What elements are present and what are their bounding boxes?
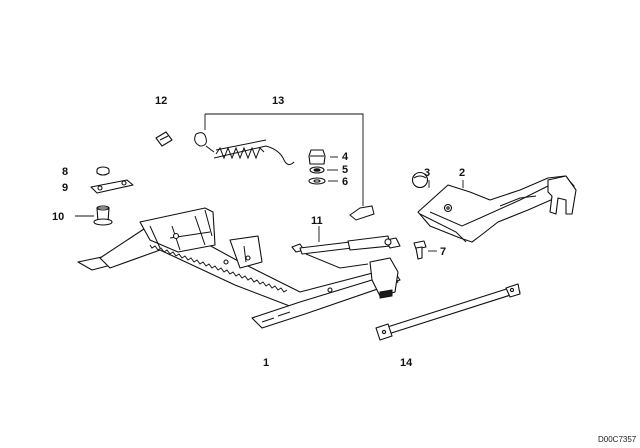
adjuster-bracket-part-2 bbox=[417, 175, 577, 243]
callout-13: 13 bbox=[272, 95, 284, 107]
callout-10: 10 bbox=[52, 211, 64, 223]
diagram-reference-code: D00C7357 bbox=[598, 435, 637, 444]
tension-spring-part-13 bbox=[194, 132, 295, 166]
leader-lines bbox=[75, 113, 464, 252]
callout-6: 6 bbox=[342, 176, 348, 188]
callout-12: 12 bbox=[155, 95, 167, 107]
callout-7: 7 bbox=[440, 246, 446, 258]
callout-4: 4 bbox=[342, 151, 349, 163]
callout-1: 1 bbox=[263, 357, 269, 369]
callout-11: 11 bbox=[311, 215, 323, 227]
cap-part-3 bbox=[411, 171, 429, 189]
rivet-part-10 bbox=[93, 205, 113, 226]
callout-2: 2 bbox=[459, 167, 465, 179]
rod-assembly-part-11 bbox=[291, 205, 401, 269]
callout-5: 5 bbox=[342, 164, 348, 176]
flat-strap-part-14 bbox=[375, 283, 521, 341]
seat-rail-frame-part-1 bbox=[77, 207, 401, 329]
link-plate-part-9 bbox=[90, 179, 134, 194]
clip-part-12 bbox=[155, 131, 173, 147]
callout-8: 8 bbox=[62, 166, 68, 178]
washer-part-6 bbox=[308, 177, 326, 185]
pin-part-7 bbox=[413, 240, 427, 260]
callout-labels: 12 13 4 5 6 3 2 8 9 10 11 7 1 14 D00C735… bbox=[52, 95, 637, 444]
callout-14: 14 bbox=[400, 357, 413, 369]
callout-9: 9 bbox=[62, 182, 68, 194]
callout-3: 3 bbox=[424, 167, 430, 179]
bushing-part-8 bbox=[96, 166, 110, 176]
bushing-part-4 bbox=[308, 149, 326, 165]
ring-part-5 bbox=[309, 166, 325, 174]
